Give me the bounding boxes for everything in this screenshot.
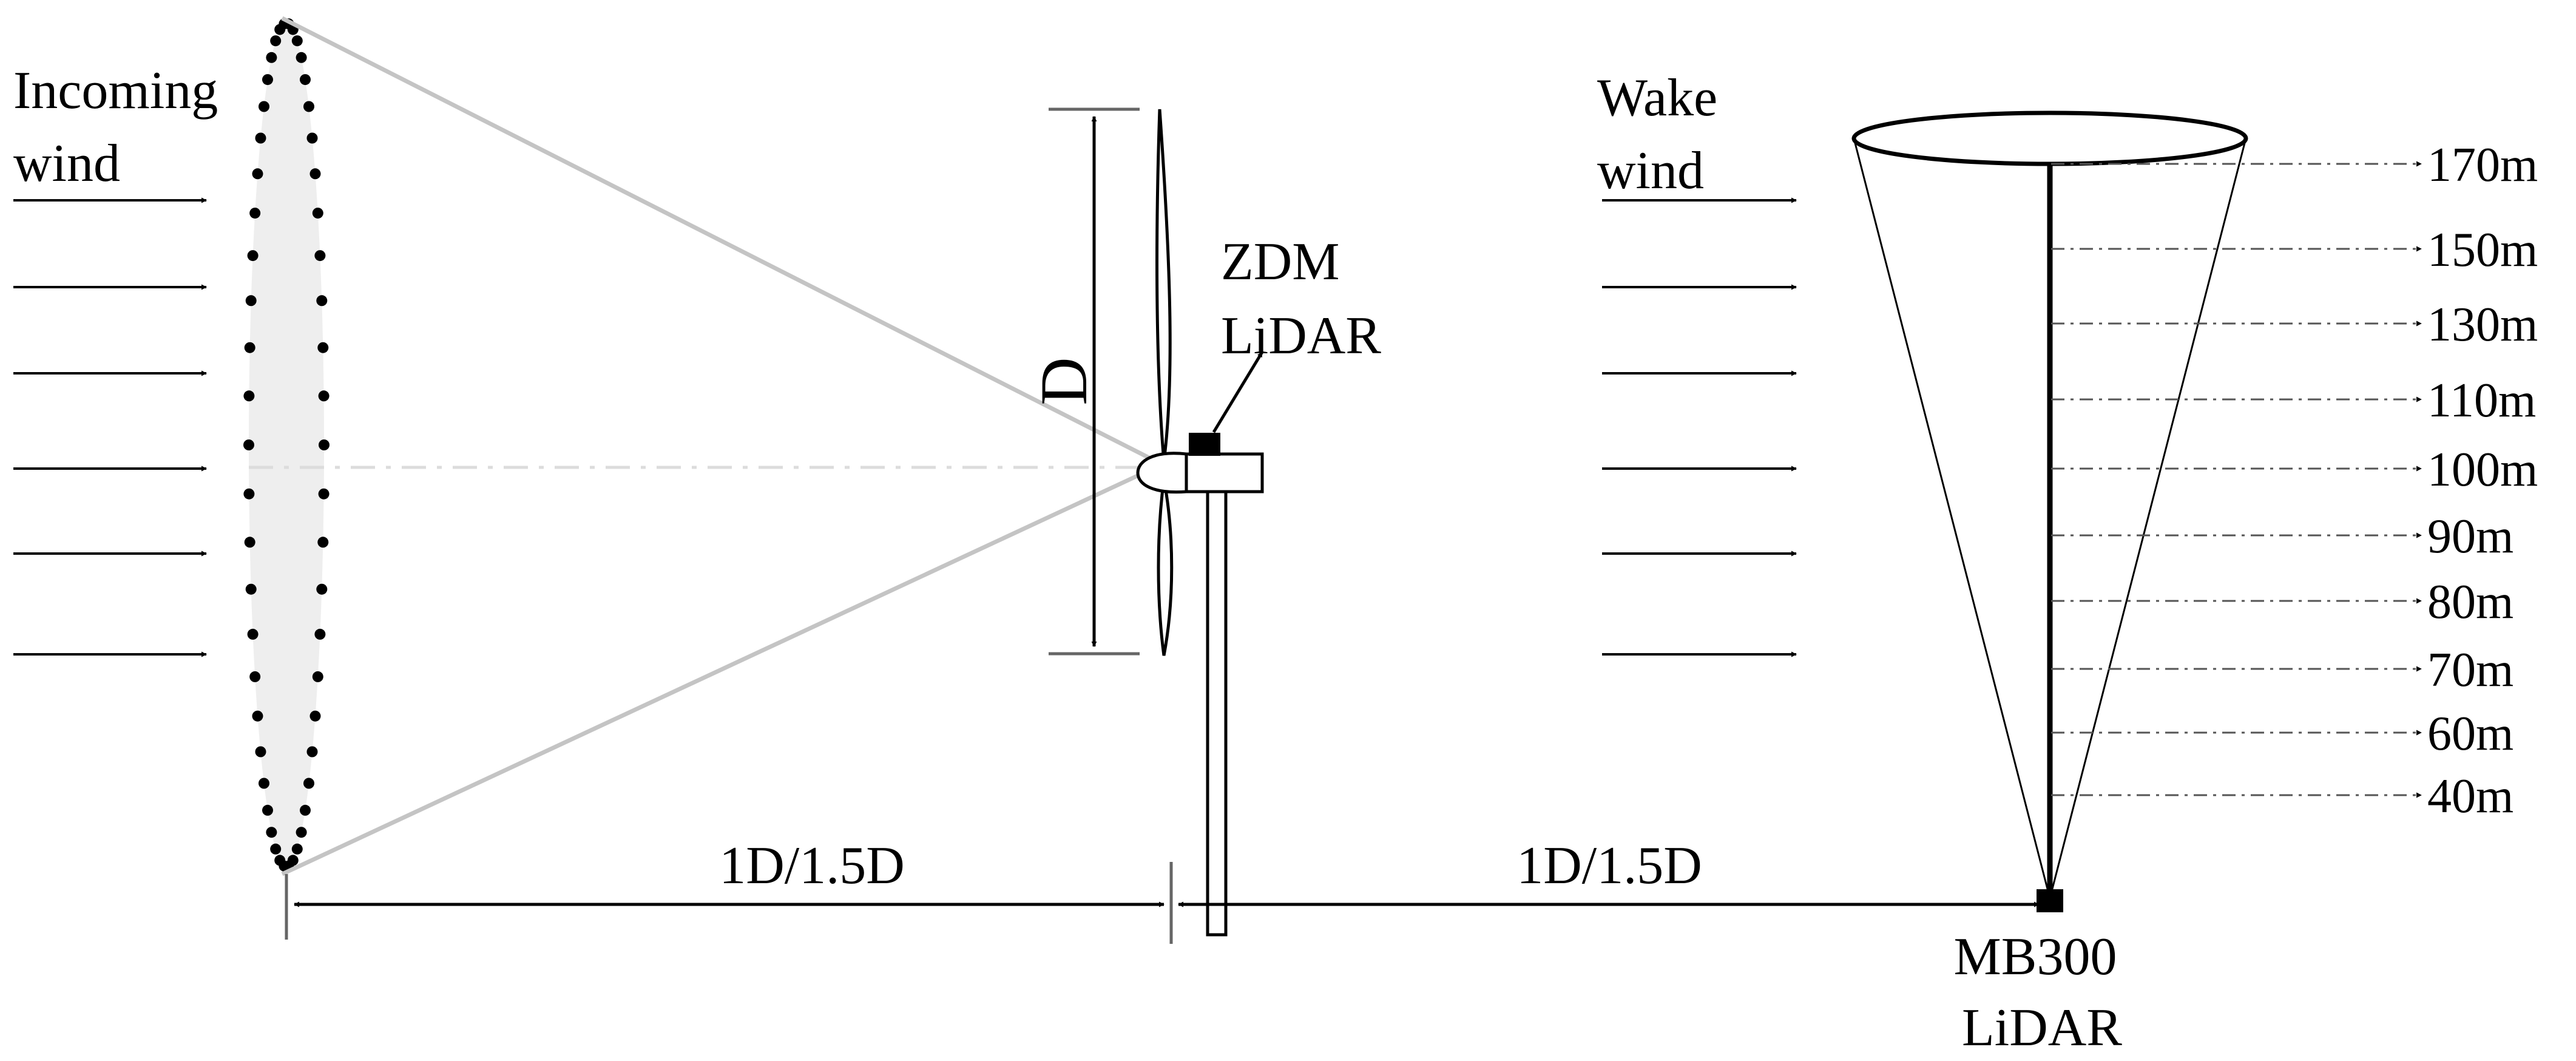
scan-point: [317, 342, 329, 353]
height-level-label: 150m: [2427, 223, 2538, 277]
scan-points: [243, 18, 330, 872]
wake-wind-label: Wake wind: [1597, 69, 1731, 200]
scan-point: [318, 488, 330, 500]
rotor-diameter-dimension: [1049, 107, 1140, 656]
height-level-label: 130m: [2427, 298, 2538, 351]
height-level-label: 110m: [2427, 374, 2536, 427]
scan-point: [312, 671, 323, 682]
scan-cone-lines: [249, 16, 1163, 876]
scan-point: [255, 746, 266, 758]
wake-wind-arrows: [1602, 197, 1797, 657]
scan-point: [252, 168, 263, 180]
height-level-label: 70m: [2427, 643, 2513, 697]
scan-point: [243, 439, 254, 450]
scan-point: [243, 488, 255, 500]
scan-point: [314, 250, 326, 262]
scan-point: [309, 168, 321, 180]
scan-point: [245, 295, 257, 307]
distance-downstream-label: 1D/1.5D: [1516, 836, 1702, 895]
scan-point: [291, 35, 303, 47]
scan-point: [312, 208, 323, 219]
scan-point: [306, 746, 318, 758]
scan-point: [318, 390, 330, 402]
scan-point: [300, 74, 311, 86]
scan-disk: [243, 18, 330, 872]
scan-point: [274, 855, 286, 866]
measurement-heights: 170m 150m 130m 110m 100m 90m 80m 70m 60m 40m: [2051, 138, 2538, 823]
scan-point: [300, 804, 311, 816]
scan-point: [316, 583, 328, 595]
mb300-lidar-device: [2037, 889, 2063, 912]
scan-point: [247, 250, 259, 262]
mb300-lidar-label: MB300 LiDAR: [1954, 927, 2131, 1057]
height-level-label: 60m: [2427, 707, 2513, 761]
scan-point: [244, 537, 255, 548]
scan-point: [319, 439, 330, 450]
scan-point: [252, 710, 263, 722]
rotor-diameter-label: D: [1027, 357, 1101, 405]
scan-point: [303, 101, 314, 112]
scan-point: [296, 52, 307, 63]
scan-point: [247, 628, 259, 640]
height-level-label: 40m: [2427, 770, 2513, 823]
scan-point: [309, 710, 321, 722]
scan-point: [314, 628, 326, 640]
scan-point: [245, 583, 257, 595]
distance-dimensions: [285, 862, 2040, 944]
scan-point: [244, 342, 255, 353]
distance-upstream-label: 1D/1.5D: [719, 836, 905, 895]
scan-point: [270, 35, 282, 47]
mb300-scan-cone: [1851, 110, 2248, 899]
scan-point: [243, 390, 255, 402]
height-level-label: 80m: [2427, 575, 2513, 629]
scan-point: [270, 843, 282, 855]
incoming-wind-label: Incoming wind: [13, 61, 231, 193]
scan-point: [266, 827, 277, 838]
wind-turbine: [1136, 109, 1264, 937]
height-level-label: 100m: [2427, 443, 2538, 497]
scan-point: [249, 671, 261, 682]
scan-point: [259, 101, 269, 112]
scan-point: [262, 804, 273, 816]
scan-point: [316, 295, 328, 307]
incoming-wind-arrows: [13, 197, 207, 657]
scan-point: [262, 74, 273, 86]
height-level-label: 90m: [2427, 510, 2513, 563]
height-level-label: 170m: [2427, 138, 2538, 192]
scan-point: [266, 52, 277, 63]
zdm-lidar-label: ZDM LiDAR: [1221, 232, 1381, 365]
scan-point: [306, 132, 318, 144]
scan-point: [303, 778, 314, 789]
scan-point: [255, 132, 266, 144]
scan-point: [259, 778, 269, 789]
scan-point: [317, 537, 329, 548]
scan-point: [291, 843, 303, 855]
scan-point: [249, 208, 261, 219]
scan-point: [296, 827, 307, 838]
